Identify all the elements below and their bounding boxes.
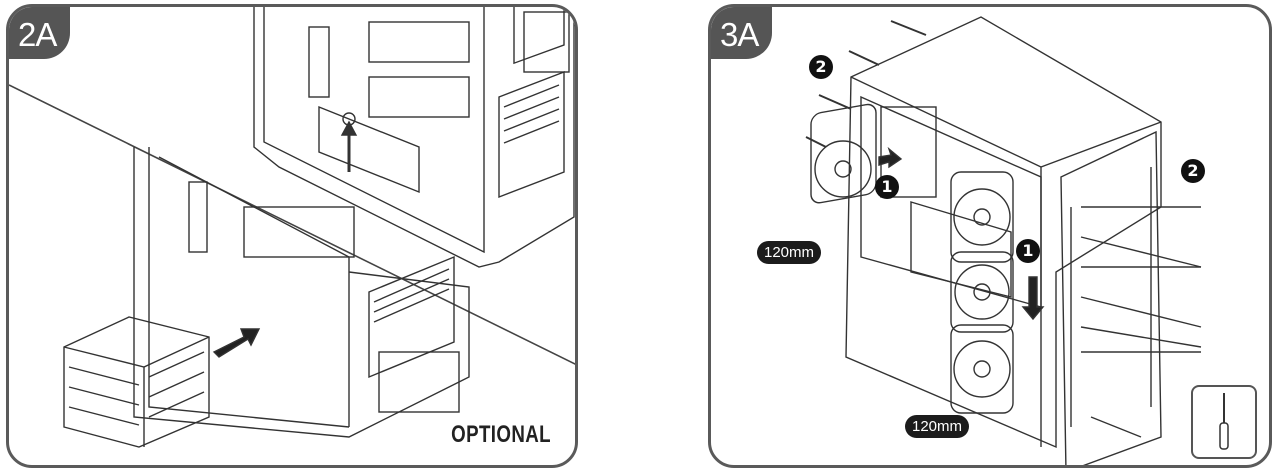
callout-2-right: 2 xyxy=(1181,159,1205,183)
callout-1-rear: 1 xyxy=(875,175,899,199)
fan-front-3 xyxy=(950,324,1014,414)
fan-size-label-front: 120mm xyxy=(905,415,970,438)
diagonal-divider xyxy=(9,84,575,365)
tool-box xyxy=(1191,385,1257,459)
step-2a-panel: 2A OPTIONAL xyxy=(6,4,578,468)
step-3a-panel: 3A 2 2 1 1 120mm 120mm xyxy=(708,4,1272,468)
screwdriver-icon xyxy=(1219,393,1229,450)
callout-2-top: 2 xyxy=(809,55,833,79)
fan-size-label-rear: 120mm xyxy=(757,241,822,264)
optional-note: OPTIONAL xyxy=(451,421,551,448)
fan-front-2 xyxy=(950,251,1014,333)
case-fan-install-illustration xyxy=(805,16,1202,465)
callout-1-front: 1 xyxy=(1016,239,1040,263)
step-label: 2A xyxy=(9,7,71,59)
fan-front-1 xyxy=(950,171,1014,263)
fan-rear xyxy=(810,103,877,204)
case-hdd-cage-illustration xyxy=(9,7,575,448)
step-label: 3A xyxy=(711,7,773,59)
